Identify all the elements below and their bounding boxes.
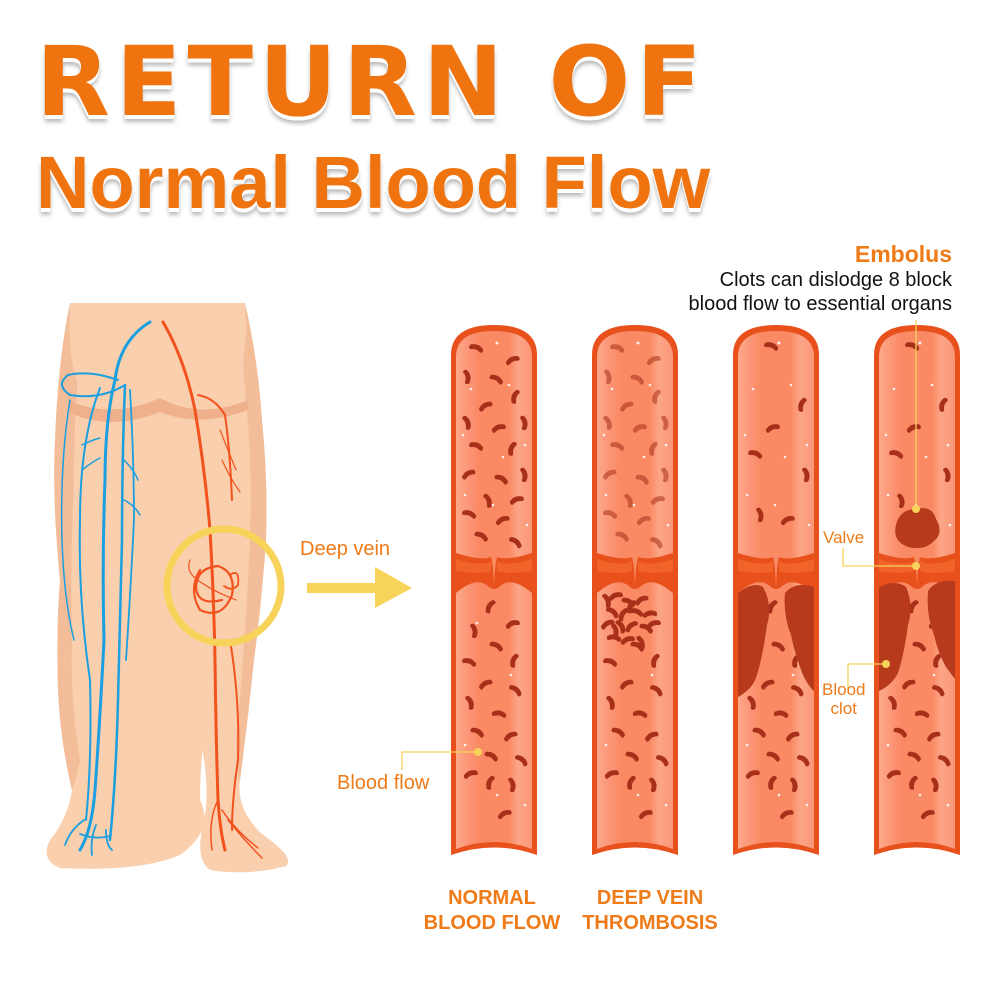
embolus-clot [895,508,940,549]
caption-dvt-line-2: THROMBOSIS [582,912,718,934]
blood-clot-label: Blood clot [822,680,865,718]
caption-dvt-line-1: DEEP VEIN [596,887,704,909]
blood-clot-right [927,580,955,679]
embolus-description-line-1: Clots can dislodge 8 block [719,269,952,291]
caption-deep-vein-thrombosis: DEEP VEIN THROMBOSIS [576,886,724,936]
leader-lines [401,320,917,770]
vein-network-icon [60,320,152,856]
vein-tube-normal [451,325,537,855]
arrow-right-icon [307,567,412,608]
blood-clot-left [738,585,770,697]
caption-normal-line-1: NORMAL [448,887,536,909]
deep-vein-highlight-circle [163,525,285,647]
blood-flow-label: Blood flow [337,772,430,794]
artery-network-icon [161,320,263,859]
legs-illustration [46,303,289,873]
vein-tube-clot [733,325,819,855]
title-line-1: RETURN OF [36,26,708,138]
blood-clot-label-line-1: Blood [822,680,866,699]
embolus-annotation: Embolus Clots can dislodge 8 block blood… [689,240,953,316]
deep-vein-label: Deep vein [300,538,391,560]
vein-tube-embolus [874,325,960,855]
caption-normal-blood-flow: NORMAL BLOOD FLOW [418,886,566,936]
embolus-description-line-2: blood flow to essential organs [688,293,953,315]
blood-clot-right [784,585,814,691]
leader-dots [474,505,920,756]
valve-label: Valve [823,528,865,547]
blood-clot-label-line-2: clot [830,699,857,718]
embolus-heading: Embolus [854,241,952,267]
vein-tube-thrombosis [592,325,678,855]
caption-normal-line-2: BLOOD FLOW [423,912,561,934]
title-line-2: Normal Blood Flow [36,141,711,224]
